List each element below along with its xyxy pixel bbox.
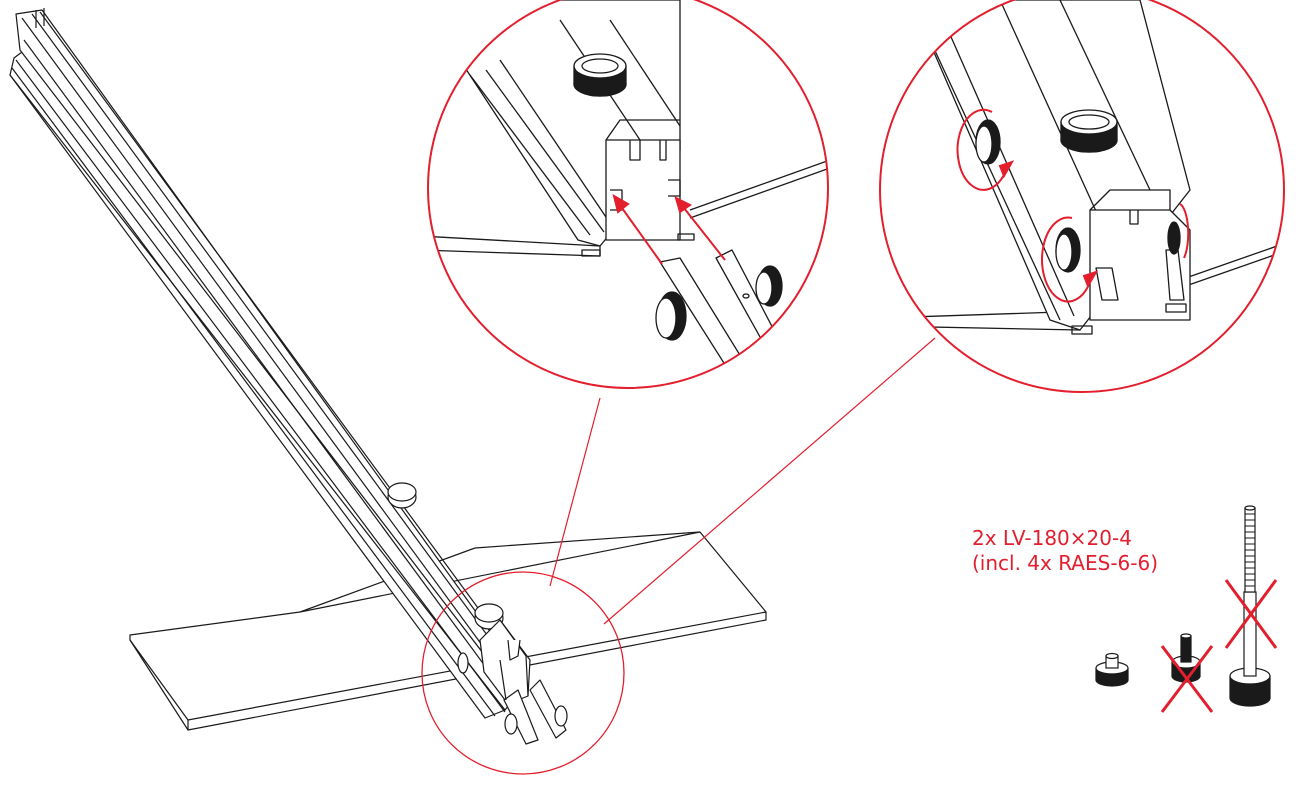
insert-arrow — [612, 193, 726, 265]
detail-view-tighten — [879, 0, 1285, 393]
parts-inventory — [1095, 505, 1278, 713]
main-illustration — [9, 8, 767, 745]
parts-label: 2x LV-180×20-4 (incl. 4x RAES-6-6) — [972, 526, 1158, 576]
cross-out-mark — [1160, 579, 1278, 713]
knurled-nut — [1095, 652, 1129, 687]
long-threaded-screw — [1229, 505, 1271, 707]
clamp-block — [479, 619, 568, 745]
small-screw — [1171, 633, 1201, 683]
thumb-screw — [387, 482, 504, 674]
detail-zoom-circle — [421, 571, 625, 775]
zoom-callouts — [421, 337, 936, 775]
rotate-arrow — [956, 108, 1190, 303]
parts-label-line2: (incl. 4x RAES-6-6) — [972, 551, 1159, 575]
rail-assembly — [9, 8, 529, 719]
detail-view-insert — [427, 0, 829, 389]
parts-label-line1: 2x LV-180×20-4 — [972, 526, 1132, 550]
